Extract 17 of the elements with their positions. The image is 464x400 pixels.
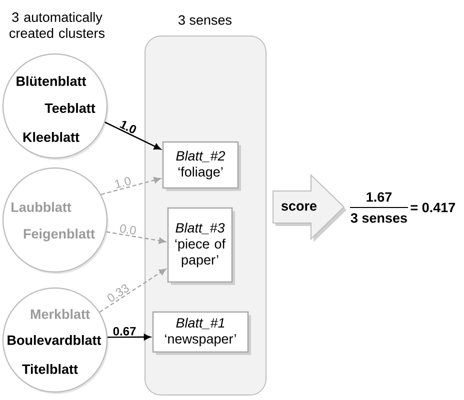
edge-label: 1.0: [120, 120, 136, 134]
formula-text: 1.67: [366, 192, 392, 202]
arrow: [108, 334, 151, 340]
arrow: [99, 268, 166, 313]
sense-box: Blatt_#3 ‘piece of paper’: [167, 207, 235, 285]
formula-text: = 0.417: [410, 202, 455, 212]
edge-label: 0.33: [108, 284, 129, 302]
edge-label: 0.0: [120, 224, 136, 234]
sense-box: Blatt_#2 ‘foliage’: [162, 141, 241, 191]
arrow: [104, 122, 161, 150]
edge-label: 1.0: [115, 176, 131, 188]
arrow: [100, 176, 161, 196]
sense-box: Blatt_#1 ‘newspaper’: [152, 311, 251, 355]
heading: 3 automatically created clusters: [10, 12, 105, 38]
node-label: 3 senses: [178, 15, 232, 25]
edge-label: 0.67: [113, 326, 136, 336]
arrow: [106, 231, 166, 244]
